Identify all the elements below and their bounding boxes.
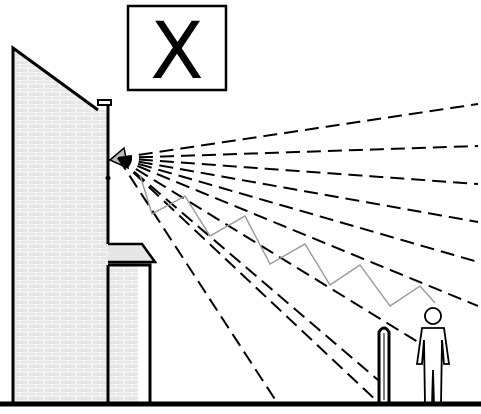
verdict-frame: [126, 4, 228, 92]
light-beam-10: [117, 157, 381, 405]
lower-extension: [108, 263, 152, 404]
light-beam-7: [117, 157, 419, 343]
roof-outline: [11, 45, 99, 404]
light-beams: [117, 103, 479, 405]
light-beam-9: [117, 157, 279, 405]
canopy: [108, 242, 158, 264]
roof-cap: [97, 99, 112, 106]
light-beam-3: [117, 157, 479, 185]
house: [11, 45, 158, 404]
bollard-icon: [377, 326, 391, 404]
person-figure-icon: [415, 307, 451, 405]
light-beam-4: [117, 157, 479, 223]
light-beam-6: [117, 157, 479, 307]
stairs-line: [139, 174, 436, 307]
verdict-box: X: [126, 4, 228, 97]
light-beam-8: [117, 157, 379, 381]
light-beam-2: [117, 145, 479, 159]
light-beam-1: [117, 103, 479, 159]
house-wall: [13, 48, 138, 404]
verdict-symbol: X: [150, 7, 203, 97]
